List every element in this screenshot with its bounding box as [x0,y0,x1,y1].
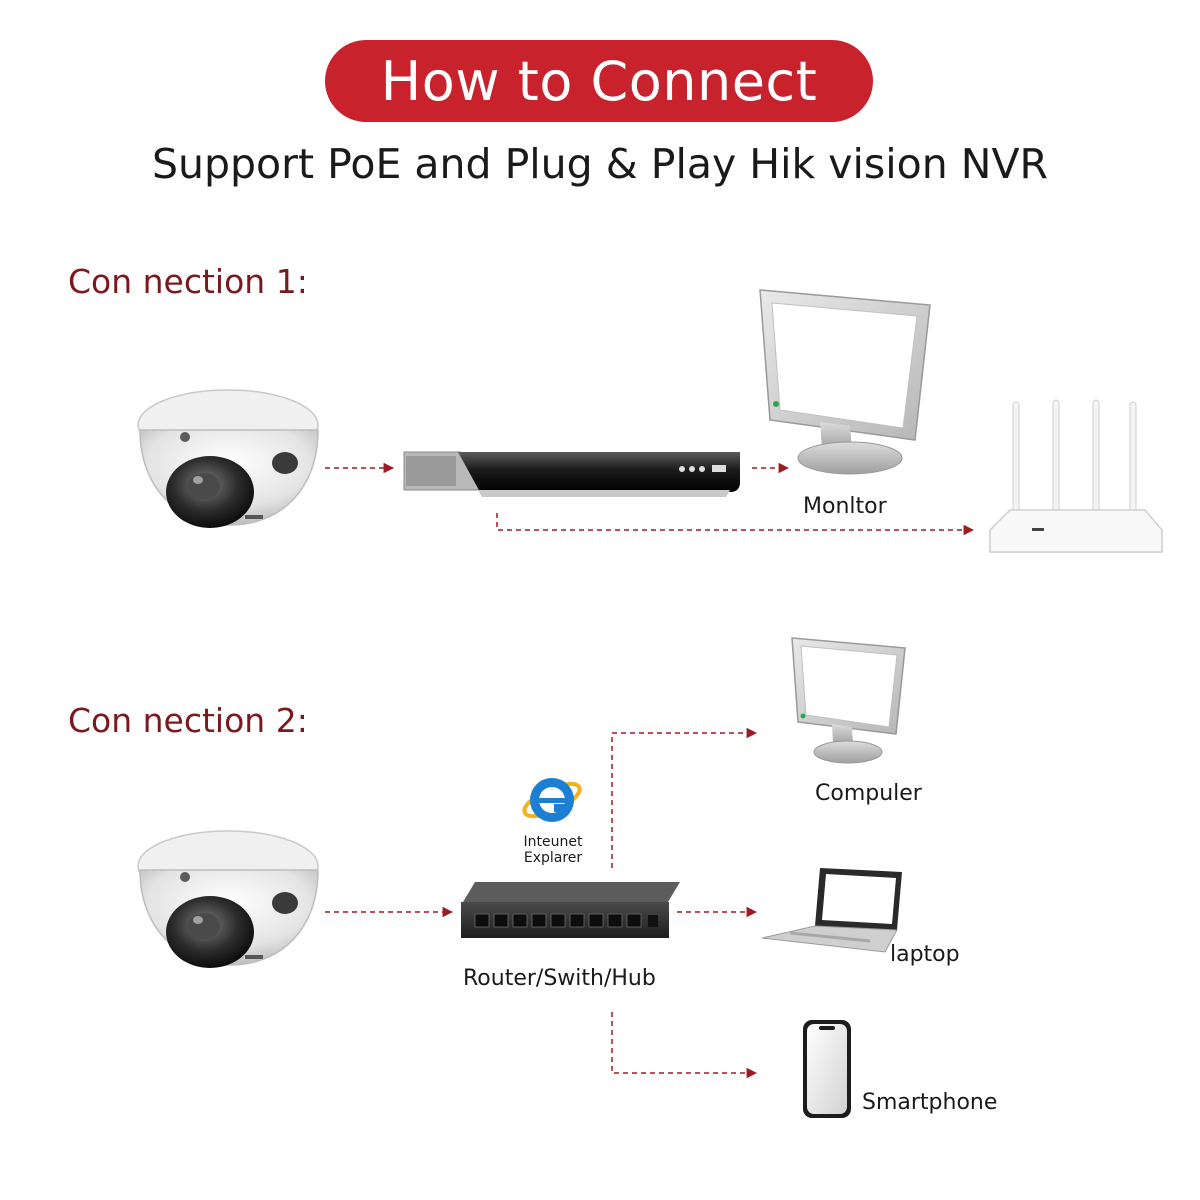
smartphone-icon [803,1020,851,1118]
connection-2-label: Con nection 2: [68,701,308,740]
monitor-label: Monltor [803,494,887,519]
smartphone-label: Smartphone [862,1090,998,1115]
connection-1-arrows [325,462,975,536]
computer-label: Compuler [815,781,922,806]
arrow-switch-to-smartphone [611,1012,758,1079]
connection-2-arrows [325,727,758,1079]
page-title: How to Connect [325,40,873,122]
internet-explorer-icon [522,778,582,822]
internet-explorer-label-line1: Inteunet [523,834,583,850]
laptop-label: laptop [890,942,960,967]
switch-icon [461,882,680,938]
arrow-nvr-to-router [496,513,975,536]
internet-explorer-label-line2: Explarer [523,850,583,866]
arrow-switch-to-computer [611,727,758,868]
page-subtitle: Support PoE and Plug & Play Hik vision N… [152,140,1048,188]
internet-explorer-label: Inteunet Explarer [493,834,613,866]
laptop-icon [761,868,902,953]
dome-camera-icon [137,389,319,528]
dome-camera-icon [137,830,319,968]
connection-1-label: Con nection 1: [68,262,308,301]
nvr-icon [403,451,740,497]
switch-label: Router/Swith/Hub [463,966,656,991]
router-icon [989,399,1163,553]
monitor-icon [791,637,906,764]
monitor-icon [759,289,931,475]
